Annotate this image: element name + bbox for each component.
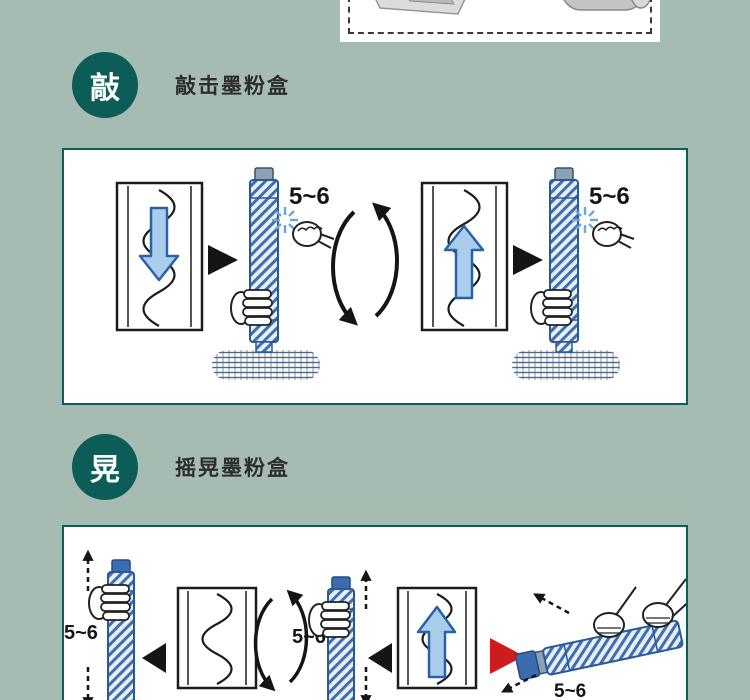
horizontal-cartridge-shaken [500, 578, 686, 693]
spiral-window-up-arrow-icon [396, 586, 478, 690]
ground-shadow [212, 350, 320, 380]
rotation-arrows-icon [253, 589, 309, 692]
tapping-fist-icon [592, 221, 635, 249]
knock-instruction-panel: 5~6 [62, 148, 688, 405]
holding-hand-icon [308, 601, 351, 638]
pointer-triangle-icon [368, 643, 392, 673]
holding-hand-icon [593, 586, 637, 638]
previous-step-illustration [375, 0, 651, 15]
repeat-count-label: 5~6 [289, 183, 330, 210]
cylinder-shape [563, 0, 643, 11]
dashed-border-frame [348, 0, 652, 34]
blue-up-arrow-icon [443, 224, 485, 300]
step-knock-header: 敲 敲击墨粉盒 [72, 52, 290, 118]
dashed-shake-arrow-icon [500, 673, 537, 693]
pointer-triangle-icon [513, 245, 543, 275]
step-knock-badge: 敲 [72, 52, 138, 118]
previous-step-illustration-box [340, 0, 660, 42]
pointer-triangle-icon [142, 643, 166, 673]
shake-panel-illustration: 5~6 5~6 [64, 549, 686, 700]
holding-hand-icon [530, 289, 573, 326]
step-shake-badge: 晃 [72, 434, 138, 500]
cartridge-cap [514, 650, 541, 681]
cartridge-nozzle [555, 341, 573, 353]
repeat-count-label: 5~6 [554, 681, 586, 700]
step-shake-badge-char: 晃 [90, 454, 120, 487]
cartridge-tapped-right [512, 167, 635, 380]
step-shake-header: 晃 摇晃墨粉盒 [72, 434, 290, 500]
repeat-count-label: 5~6 [64, 622, 98, 644]
spiral-window-icon [176, 586, 258, 690]
holding-hand-icon [230, 289, 273, 326]
step-knock-title: 敲击墨粉盒 [175, 75, 290, 98]
ground-shadow [512, 350, 620, 380]
cylinder-end-shape [631, 0, 651, 9]
cartridge-shaken-left [82, 549, 135, 700]
holding-hand-icon [88, 584, 131, 621]
knock-panel-illustration: 5~6 [115, 167, 635, 380]
pointer-triangle-icon [208, 245, 238, 275]
red-pointer-triangle-icon [490, 638, 524, 674]
cartridge-nozzle [255, 341, 273, 353]
repeat-count-label: 5~6 [589, 183, 630, 210]
step-knock-badge-char: 敲 [90, 72, 120, 105]
cartridge-tapped-left [212, 167, 335, 380]
spiral-window-up-arrow-icon [420, 181, 509, 332]
rotation-arrows-icon [331, 202, 399, 326]
tapping-fist-icon [292, 221, 335, 249]
paper-fold-shape [408, 0, 455, 5]
shake-instruction-panel: 5~6 5~6 [62, 525, 688, 700]
dashed-shake-arrow-icon [533, 593, 570, 615]
blue-down-arrow-icon [138, 206, 180, 282]
cartridge-shaken-mid [308, 569, 372, 700]
blue-up-arrow-icon [416, 605, 457, 679]
step-shake-title: 摇晃墨粉盒 [175, 457, 290, 480]
spiral-window-down-arrow-icon [115, 181, 204, 332]
holding-hand-icon [642, 578, 686, 628]
